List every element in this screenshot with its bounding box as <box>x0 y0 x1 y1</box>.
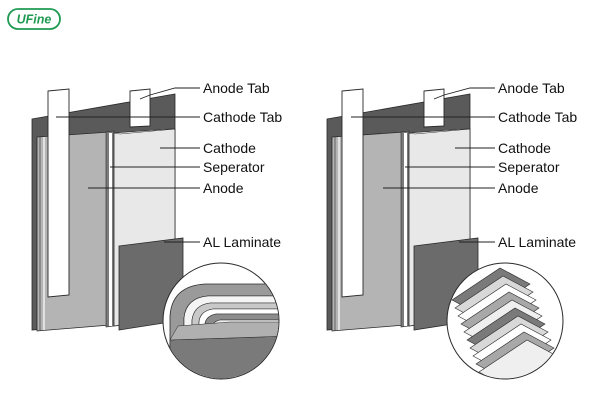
cathode-top-edge <box>408 128 471 135</box>
label-anode-tab: Anode Tab <box>203 80 270 96</box>
label-laminate: AL Laminate <box>498 234 576 250</box>
logo-badge <box>7 8 61 30</box>
label-anode-tab: Anode Tab <box>498 80 565 96</box>
diagram-wound-cell: Anode Tab Cathode Tab Cathode Seperator … <box>31 80 282 380</box>
anode-tab <box>47 88 70 298</box>
cathode-top-edge <box>113 128 176 135</box>
leader-anode-tab <box>139 87 200 100</box>
stacked-layer-group <box>451 267 558 379</box>
wound-body-lower <box>169 335 279 379</box>
label-anode: Anode <box>498 180 539 196</box>
label-cathode-tab: Cathode Tab <box>498 109 577 125</box>
label-cathode: Cathode <box>203 140 256 156</box>
label-anode: Anode <box>203 180 244 196</box>
separator-strip-light <box>404 133 407 326</box>
cathode-tab <box>129 88 151 128</box>
magnifier-wound-layers <box>162 262 280 380</box>
diagram-stacked-cell: Anode Tab Cathode Tab Cathode Seperator … <box>326 80 577 380</box>
label-laminate: AL Laminate <box>203 234 281 250</box>
separator-strip-light <box>109 133 112 326</box>
label-cathode: Cathode <box>498 140 551 156</box>
label-separator: Seperator <box>498 159 560 175</box>
cathode-tab <box>423 88 445 128</box>
anode-tab <box>341 88 364 298</box>
leader-anode-tab <box>433 87 495 100</box>
label-separator: Seperator <box>203 159 265 175</box>
brand-logo: UFine <box>7 8 61 30</box>
logo-text: UFine <box>17 13 52 27</box>
wound-body-top <box>169 321 279 341</box>
label-cathode-tab: Cathode Tab <box>203 109 282 125</box>
magnifier-stacked-layers <box>446 262 564 380</box>
